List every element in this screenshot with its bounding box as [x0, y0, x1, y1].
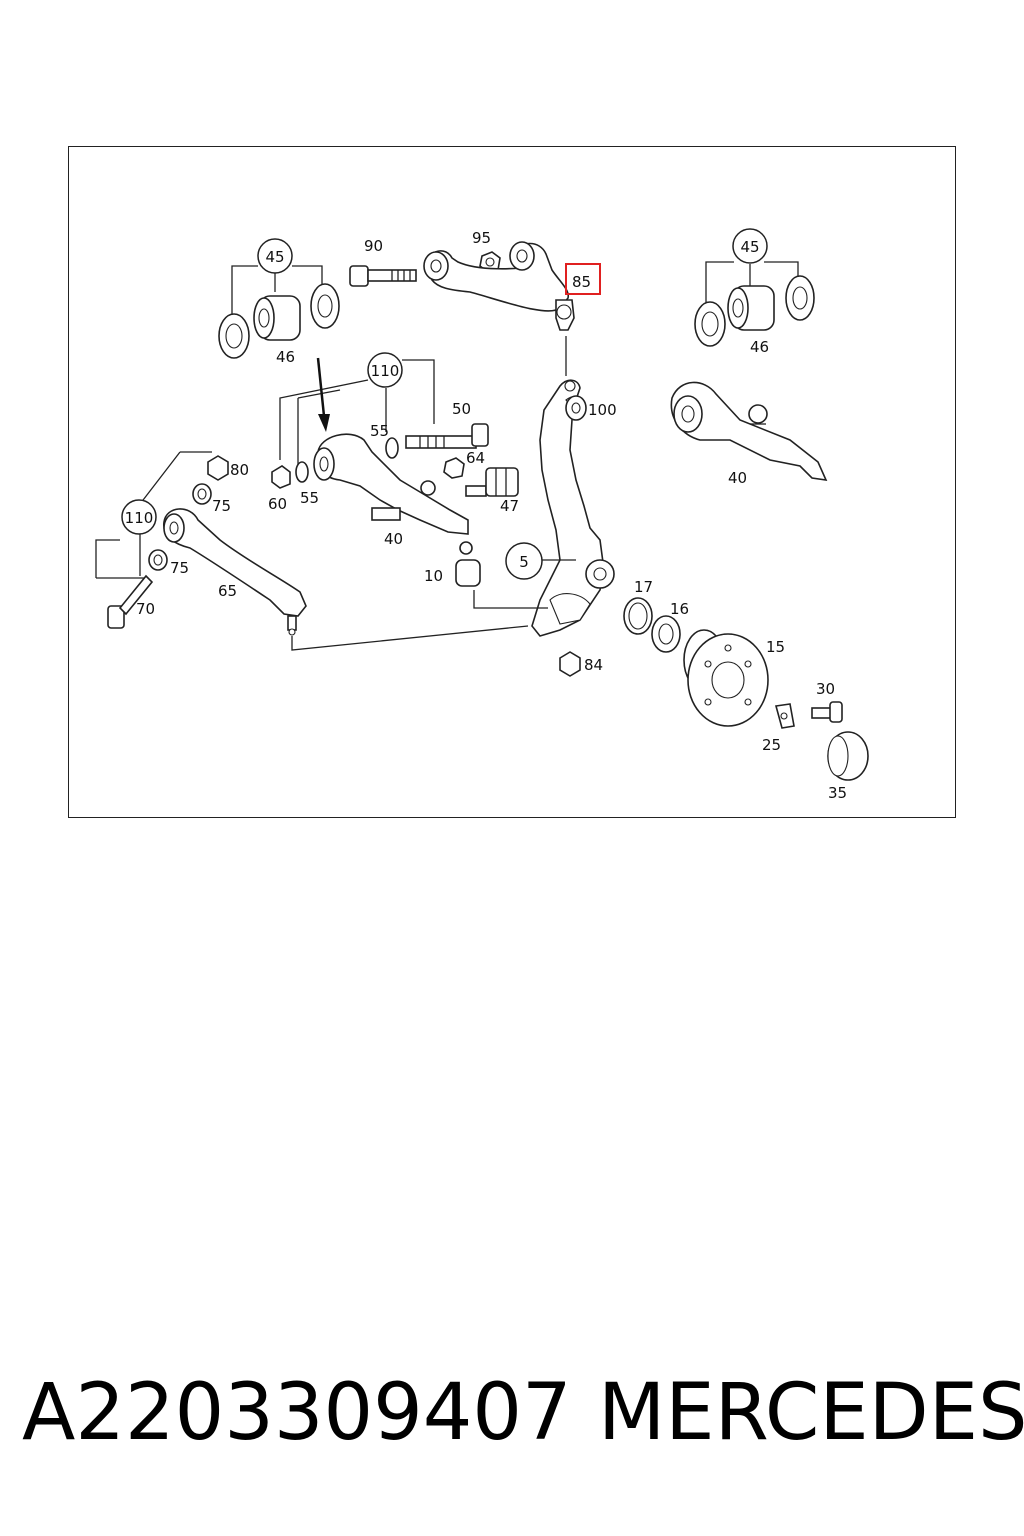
washer-75-lower — [148, 549, 168, 571]
upper-control-arm — [423, 241, 575, 331]
part-caption: A2203309407 MERCEDES — [0, 1368, 1024, 1478]
nut-80 — [207, 455, 229, 481]
ball-joint-47 — [465, 467, 519, 497]
label-55-upper: 55 — [370, 422, 389, 440]
nut-100 — [565, 395, 587, 421]
callout-circle-110-lower: 110 — [121, 499, 157, 535]
nut-95 — [479, 251, 501, 273]
callout-circle-110-upper: 110 — [367, 352, 403, 388]
washer-55-lower — [295, 461, 309, 483]
label-30: 30 — [816, 680, 835, 698]
label-64: 64 — [466, 449, 485, 467]
label-75-upper: 75 — [212, 497, 231, 515]
label-46-left: 46 — [276, 348, 295, 366]
label-47: 47 — [500, 497, 519, 515]
label-84: 84 — [584, 656, 603, 674]
svg-text:5: 5 — [519, 553, 529, 571]
label-100: 100 — [588, 401, 617, 419]
nut-84 — [559, 651, 581, 677]
ball-joint-10 — [455, 541, 548, 609]
label-75-lower: 75 — [170, 559, 189, 577]
label-60: 60 — [268, 495, 287, 513]
bolt-90 — [349, 265, 417, 287]
clip-25 — [774, 703, 795, 729]
steering-knuckle — [531, 379, 615, 637]
label-25: 25 — [762, 736, 781, 754]
label-46-right: 46 — [750, 338, 769, 356]
seal-ring-17 — [623, 597, 653, 635]
label-35: 35 — [828, 784, 847, 802]
highlight-box-85 — [565, 263, 601, 295]
bushing-group-right — [694, 261, 815, 347]
brand-name: MERCEDES — [598, 1368, 1024, 1458]
svg-text:110: 110 — [371, 362, 400, 380]
svg-text:45: 45 — [740, 238, 759, 256]
callout-circle-45-left: 45 — [257, 238, 293, 274]
part-number: A2203309407 — [22, 1368, 572, 1458]
label-40-right: 40 — [728, 469, 747, 487]
svg-text:45: 45 — [265, 248, 284, 266]
lower-arm-40-right — [670, 381, 828, 481]
label-90: 90 — [364, 237, 383, 255]
callout-circle-45-right: 45 — [732, 228, 768, 264]
label-15: 15 — [766, 638, 785, 656]
bolt-30 — [811, 701, 843, 723]
bushing-group-left — [218, 265, 340, 359]
bolt-70 — [107, 574, 154, 629]
nut-60 — [271, 465, 291, 489]
lower-arm-40-middle — [313, 433, 469, 535]
label-50: 50 — [452, 400, 471, 418]
label-85: 85 — [572, 273, 591, 291]
washer-55-upper — [385, 437, 399, 459]
diagram-frame — [68, 146, 956, 818]
callout-circle-5: 5 — [505, 542, 543, 580]
label-65: 65 — [218, 582, 237, 600]
bolt-50 — [405, 423, 489, 449]
label-16: 16 — [670, 600, 689, 618]
label-70: 70 — [136, 600, 155, 618]
bearing-16 — [651, 615, 681, 653]
washer-75-upper — [192, 483, 212, 505]
arrow-indicator — [316, 357, 330, 432]
wheel-hub-15 — [683, 629, 769, 727]
bracket-110-lower — [95, 451, 212, 579]
lower-arm-65 — [163, 508, 529, 651]
label-80: 80 — [230, 461, 249, 479]
label-10: 10 — [424, 567, 443, 585]
label-40-middle: 40 — [384, 530, 403, 548]
label-17: 17 — [634, 578, 653, 596]
label-55-lower: 55 — [300, 489, 319, 507]
svg-text:110: 110 — [125, 509, 154, 527]
cap-35 — [827, 731, 869, 781]
nut-64 — [443, 457, 465, 479]
label-95: 95 — [472, 229, 491, 247]
